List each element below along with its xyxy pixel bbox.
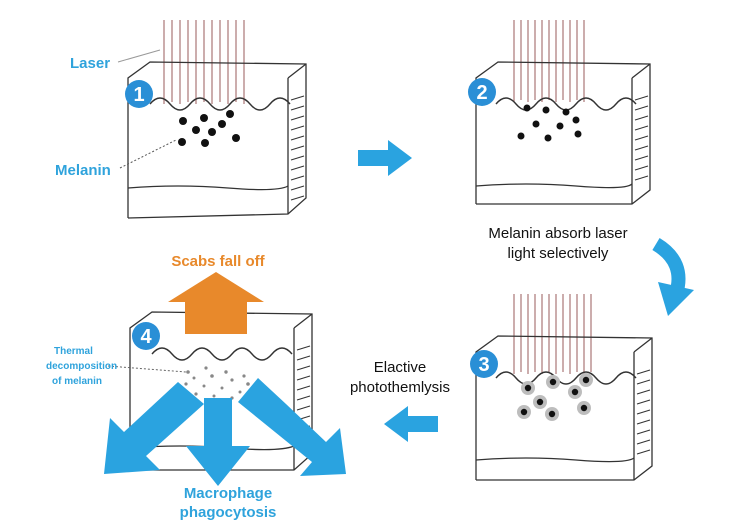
absorb-label-line1: Melanin absorb laser — [488, 225, 627, 242]
panel-step-2: 2 — [468, 20, 651, 205]
thermal-label-line1: Thermal — [54, 346, 93, 357]
laser-beams-2 — [513, 20, 585, 102]
step-number-3: 3 — [478, 354, 489, 376]
elactive-label-line2: photothemlysis — [350, 379, 450, 396]
macrophage-arrow-center — [186, 398, 250, 486]
thermal-pointer-line — [107, 365, 187, 373]
melanin-pointer-line — [119, 139, 177, 169]
step-badge-2: 2 — [468, 78, 496, 106]
step-number-1: 1 — [133, 84, 144, 106]
macrophage-label-line1: Macrophage — [184, 485, 272, 502]
thermal-label-line3: of melanin — [52, 376, 102, 387]
elactive-label-line1: Elactive — [374, 359, 427, 376]
arrow-step3-to-step4 — [384, 406, 438, 442]
panel-step-4: 4 — [104, 272, 346, 486]
step-number-2: 2 — [476, 82, 487, 104]
laser-label: Laser — [70, 55, 110, 72]
scabs-up-arrow — [168, 272, 264, 334]
macrophage-arrow-left — [104, 382, 204, 474]
panel-step-1: 1 Laser Melanin — [55, 20, 307, 219]
step-number-4: 4 — [140, 326, 152, 348]
skin-block-1 — [127, 61, 307, 219]
skin-block-3 — [475, 335, 653, 481]
melanin-label: Melanin — [55, 162, 111, 179]
heated-melanin-3 — [517, 373, 593, 421]
thermal-label-line2: decomposition — [46, 361, 117, 372]
arrow-step2-to-step3 — [652, 237, 694, 316]
arrow-step1-to-step2 — [358, 140, 412, 176]
melanin-dots-1 — [178, 110, 240, 147]
step-badge-3: 3 — [470, 350, 498, 378]
melanin-dots-2 — [517, 104, 582, 142]
step-badge-4: 4 — [132, 322, 160, 350]
laser-pointer-line — [117, 49, 161, 63]
absorb-label-line2: light selectively — [508, 245, 609, 262]
step-badge-1: 1 — [125, 80, 153, 108]
panel-step-3: 3 — [470, 294, 653, 481]
fragmented-melanin-4 — [184, 366, 250, 400]
scabs-label: Scabs fall off — [171, 253, 265, 270]
macrophage-arrow-right — [238, 378, 346, 476]
macrophage-label-line2: phagocytosis — [180, 504, 277, 521]
laser-beams-3 — [513, 294, 592, 374]
